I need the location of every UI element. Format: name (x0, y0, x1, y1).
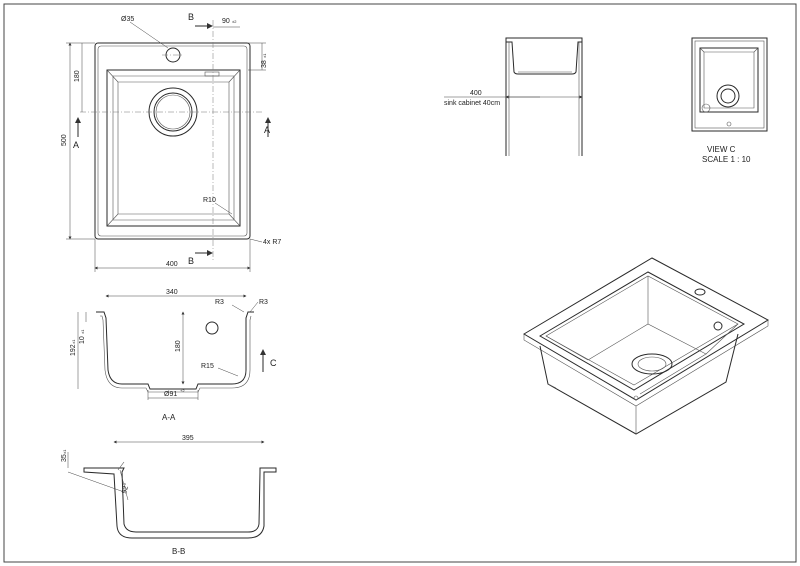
section-b-top-label: B (188, 12, 194, 22)
hole-diameter-label: Ø35 (121, 16, 134, 23)
section-a-width-label: 340 (166, 289, 178, 296)
iso-bowl-opening (539, 271, 746, 391)
tap-offset-label: 90 (222, 18, 230, 25)
top-view: A A B B Ø35 90 ±2 500 180 38 ±1 R10 4 (61, 12, 281, 272)
top-view-outer-rim (94, 42, 251, 240)
iso-rim-outer (523, 257, 770, 401)
cabinet-width-label: 400 (470, 90, 482, 97)
view-c: VIEW C SCALE 1 : 10 (691, 37, 768, 164)
width-400-label: 400 (166, 261, 178, 268)
cabinet-label: sink cabinet 40cm (444, 100, 500, 107)
section-a-overall-height-tol: ±1 (71, 339, 76, 344)
isometric-view (523, 257, 770, 435)
cabinet-view: 400 sink cabinet 40cm (444, 37, 583, 156)
cabinet-sink-profile (505, 37, 583, 75)
section-a-radius: R15 (201, 363, 214, 370)
radius-r10-label: R10 (203, 197, 216, 204)
depth-top-label: 180 (74, 70, 81, 82)
section-b-bottom-label: B (188, 256, 194, 266)
section-a-r3-left: R3 (215, 299, 224, 306)
height-500-label: 500 (61, 134, 68, 146)
section-b-flange-tol: ±1 (62, 449, 67, 454)
rim-38-tolerance: ±1 (262, 53, 267, 58)
view-c-drain (716, 84, 740, 108)
section-a-a: 340 R3 R3 192 ±1 10 ±1 180 R15 Ø91 +2 C … (70, 289, 277, 422)
section-a-rim-height-tol: ±1 (80, 329, 85, 334)
view-c-outer (691, 37, 768, 132)
section-a-left-label: A (73, 140, 79, 150)
section-a-drain-tol: +2 (180, 388, 185, 393)
section-a-depth: 180 (175, 340, 182, 352)
section-b-b-profile (83, 467, 277, 539)
section-a-right-label: A (264, 125, 270, 135)
section-a-a-profile (96, 311, 254, 390)
section-a-overall-height: 192 (70, 344, 77, 356)
section-a-r3-right: R3 (259, 299, 268, 306)
section-a-rim-height: 10 (79, 336, 86, 344)
view-c-scale: SCALE 1 : 10 (702, 155, 751, 164)
section-b-b-title: B-B (172, 547, 185, 556)
view-c-arrow-label: C (270, 358, 277, 368)
corner-radius-label: 4x R7 (263, 239, 281, 246)
section-a-drain-diameter: Ø91 (164, 391, 177, 398)
view-c-title: VIEW C (707, 145, 736, 154)
sheet-border (3, 3, 797, 563)
iso-drain (631, 353, 673, 375)
tap-offset-tolerance: ±2 (232, 19, 237, 24)
rim-38-label: 38 (261, 60, 268, 68)
section-b-flange-label: 35 (61, 454, 68, 462)
section-b-b: 395 35 ±1 92° B-B (61, 435, 277, 556)
section-b-width-label: 395 (182, 435, 194, 442)
section-a-a-title: A-A (162, 413, 176, 422)
section-b-angle-label: 92° (120, 482, 131, 494)
